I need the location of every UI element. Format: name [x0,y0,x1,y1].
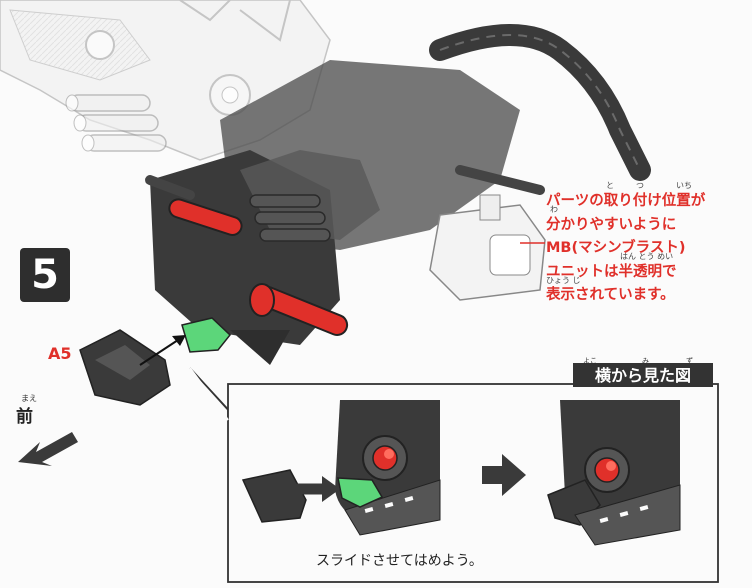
note-line: パーツの取り付け位置が [546,193,706,209]
inset-ruby-mi: み [642,357,649,365]
note-ruby-hyouji: ひょう じ [546,276,581,285]
inset-side-view-before [241,400,441,536]
mb-unit-translucent [145,60,545,365]
inset-ruby-yoko: よこ [583,357,597,365]
inset-title: 横から見た図 [573,363,713,387]
note-line: MB(マシンブラスト) [546,240,686,256]
green-part [181,317,232,353]
note-ruby-hantoumei: はん とう めい [620,252,674,261]
note-ruby-wa: わ [550,205,558,214]
insert-arrow [139,335,186,366]
front-arrow [18,432,78,466]
note-line: 表示されています。 [546,287,675,303]
part-a5 [79,329,171,406]
note-ruby-tsu: つ [636,181,644,190]
note-ruby-ichi: いち [676,181,692,190]
slide-caption: スライドさせてはめよう。 [316,553,483,569]
part-label: A5 [48,344,72,363]
tail-segments [429,24,651,181]
step-number: 5 [20,248,70,302]
front-ruby: まえ [21,394,37,403]
note-line: 分かりやすいように [546,216,677,233]
note-line: ユニットは半透明で [546,263,677,280]
inset-ruby-zu: ず [686,357,693,365]
background-mech-cannons [65,94,167,152]
note-ruby-tori: と [606,181,614,190]
front-label: 前 [16,407,33,427]
translucency-note: パーツの取り付け位置が 分かりやすいように MB(マシンブラスト) ユニットは半… [546,190,705,308]
transition-arrow [482,454,526,496]
side-unit [429,194,546,301]
inset-side-view-after [547,400,681,546]
red-shaft [168,198,349,336]
